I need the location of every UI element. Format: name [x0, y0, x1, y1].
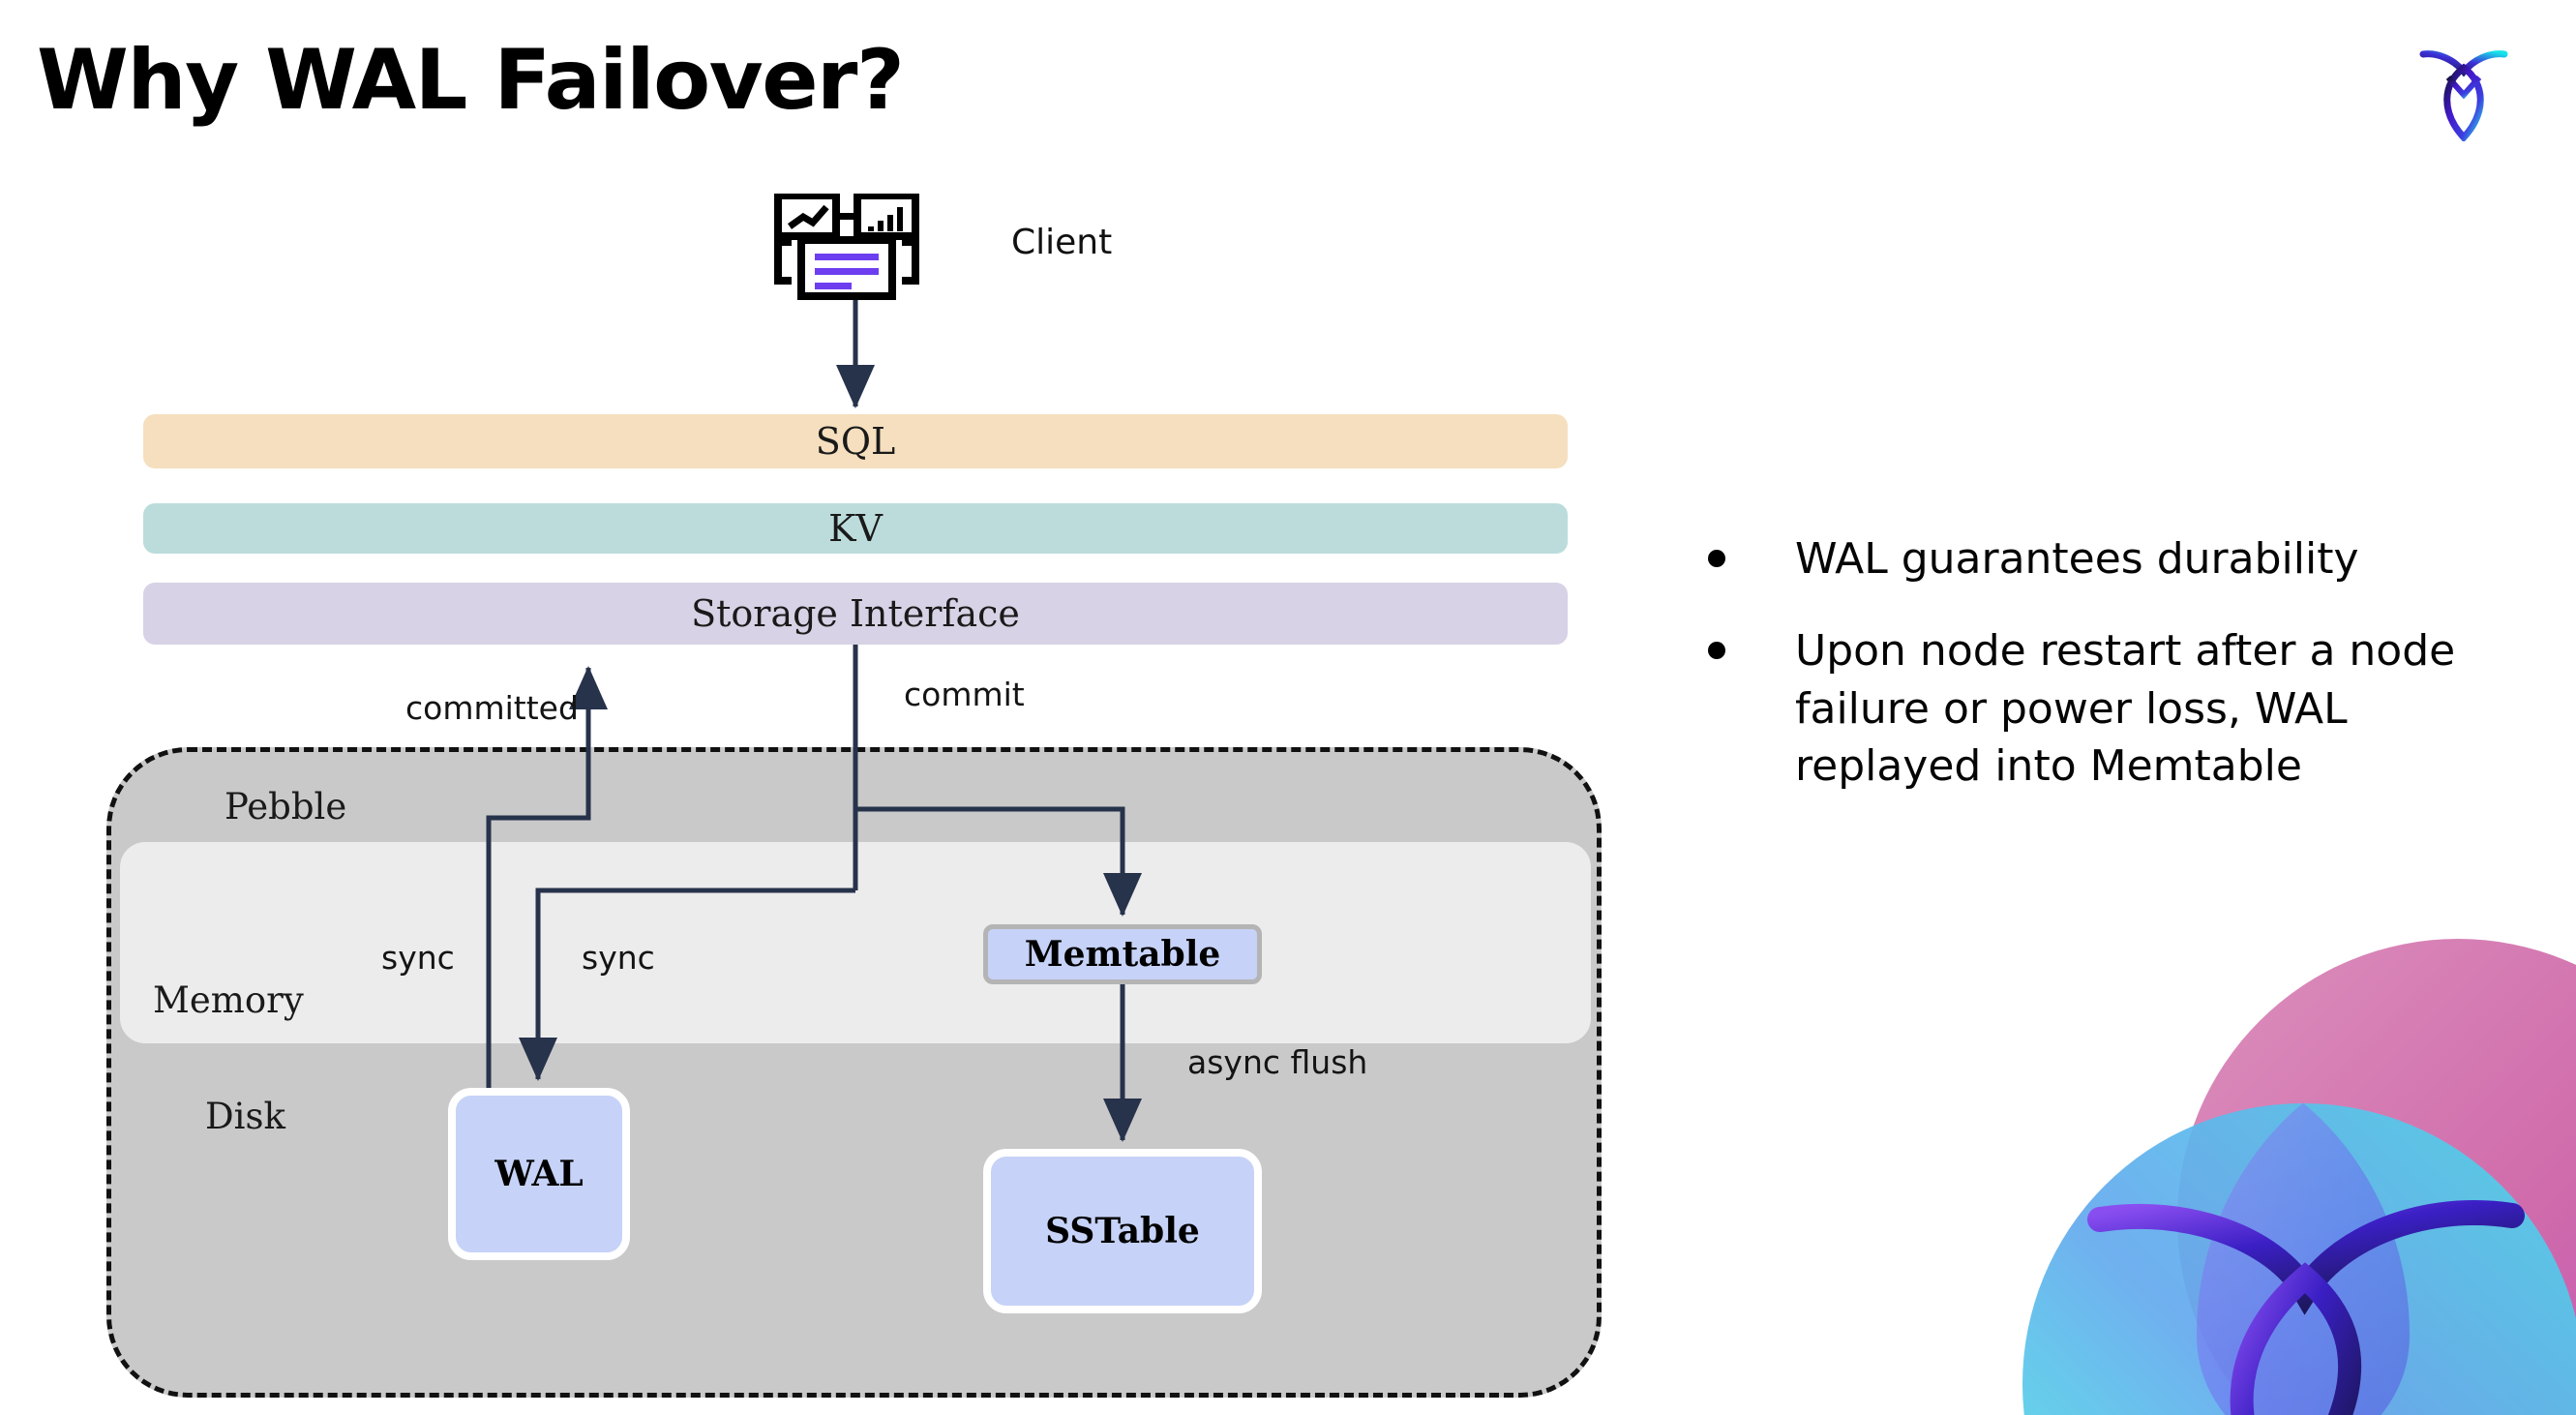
layer-bar-storage[interactable]: Storage Interface [143, 583, 1568, 645]
node-sstable[interactable]: SSTable [983, 1149, 1262, 1313]
client-label: Client [1011, 223, 1113, 262]
edge-label-commit: commit [904, 676, 1025, 713]
layer-bar-sql[interactable]: SQL [143, 414, 1568, 468]
bullet-dot-icon [1708, 550, 1725, 567]
list-item: Upon node restart after a node failure o… [1708, 622, 2501, 795]
client-dashboard-icon [774, 192, 929, 300]
edge-label-committed: committed [405, 689, 579, 727]
node-wal[interactable]: WAL [448, 1088, 630, 1260]
bullet-dot-icon [1708, 642, 1725, 660]
memory-label: Memory [153, 979, 304, 1021]
bullet-list: WAL guarantees durability Upon node rest… [1708, 530, 2501, 830]
node-memtable[interactable]: Memtable [983, 924, 1262, 984]
edge-label-sync-right: sync [582, 939, 655, 977]
layer-bar-kv[interactable]: KV [143, 503, 1568, 554]
disk-label: Disk [205, 1096, 285, 1137]
cockroach-labs-logo [2410, 33, 2518, 143]
bullet-text: WAL guarantees durability [1795, 534, 2359, 584]
bullet-text: Upon node restart after a node failure o… [1795, 626, 2456, 792]
list-item: WAL guarantees durability [1708, 530, 2501, 587]
edge-label-async-flush: async flush [1187, 1043, 1368, 1081]
pebble-label: Pebble [225, 786, 347, 828]
decorative-logo-watermark [1955, 929, 2576, 1415]
memory-region [120, 842, 1591, 1043]
edge-label-sync-left: sync [381, 939, 455, 977]
page-title: Why WAL Failover? [37, 32, 905, 129]
